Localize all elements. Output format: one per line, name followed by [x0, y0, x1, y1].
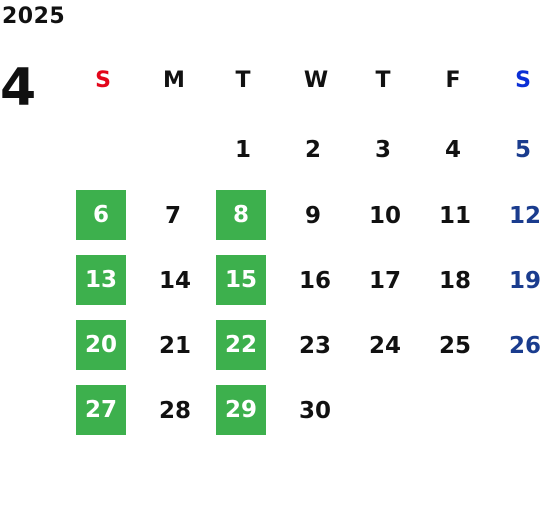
month-number: 4	[0, 58, 37, 118]
weekday-saturday: S	[515, 68, 531, 93]
day-cell[interactable]: 17	[368, 268, 401, 294]
day-cell[interactable]: 16	[298, 268, 331, 294]
weekday-tuesday: T	[235, 68, 251, 93]
weekday-wednesday: W	[303, 68, 329, 93]
highlight-chip: 20	[76, 320, 126, 370]
highlight-chip: 22	[216, 320, 266, 370]
day-cell[interactable]: 21	[158, 333, 191, 359]
day-cell[interactable]: 9	[304, 203, 321, 229]
highlight-chip: 29	[216, 385, 266, 435]
day-cell-saturday[interactable]: 26	[508, 333, 541, 359]
weekday-monday: M	[163, 68, 185, 93]
highlight-chip: 27	[76, 385, 126, 435]
day-cell[interactable]: 10	[368, 203, 401, 229]
day-cell[interactable]: 25	[438, 333, 471, 359]
day-cell[interactable]: 7	[164, 203, 181, 229]
day-cell[interactable]: 2	[304, 137, 321, 163]
day-cell[interactable]: 18	[438, 268, 471, 294]
day-cell[interactable]: 28	[158, 398, 191, 424]
day-cell-highlighted[interactable]: 29	[206, 385, 276, 437]
weekday-thursday: T	[375, 68, 391, 93]
day-cell-saturday[interactable]: 12	[508, 203, 541, 229]
day-cell[interactable]: 30	[298, 398, 331, 424]
day-cell-saturday[interactable]: 19	[508, 268, 541, 294]
day-cell[interactable]: 4	[444, 137, 461, 163]
day-cell[interactable]: 24	[368, 333, 401, 359]
day-cell-highlighted[interactable]: 22	[206, 320, 276, 372]
day-cell-highlighted[interactable]: 6	[66, 190, 136, 242]
day-cell[interactable]: 11	[438, 203, 471, 229]
day-cell[interactable]: 14	[158, 268, 191, 294]
day-cell-highlighted[interactable]: 13	[66, 255, 136, 307]
day-cell-highlighted[interactable]: 27	[66, 385, 136, 437]
day-cell[interactable]: 3	[374, 137, 391, 163]
highlight-chip: 15	[216, 255, 266, 305]
weekday-friday: F	[445, 68, 461, 93]
day-cell-highlighted[interactable]: 20	[66, 320, 136, 372]
calendar-grid: S M T W T F S 1 2 3 4 5 6 7 8 9 10 11 12…	[66, 58, 548, 508]
day-cell-saturday[interactable]: 5	[514, 137, 531, 163]
day-cell[interactable]: 1	[234, 137, 251, 163]
weekday-sunday: S	[95, 68, 111, 93]
highlight-chip: 6	[76, 190, 126, 240]
day-cell-highlighted[interactable]: 8	[206, 190, 276, 242]
year-label: 2025	[2, 4, 66, 29]
day-cell-highlighted[interactable]: 15	[206, 255, 276, 307]
day-cell[interactable]: 23	[298, 333, 331, 359]
highlight-chip: 8	[216, 190, 266, 240]
highlight-chip: 13	[76, 255, 126, 305]
